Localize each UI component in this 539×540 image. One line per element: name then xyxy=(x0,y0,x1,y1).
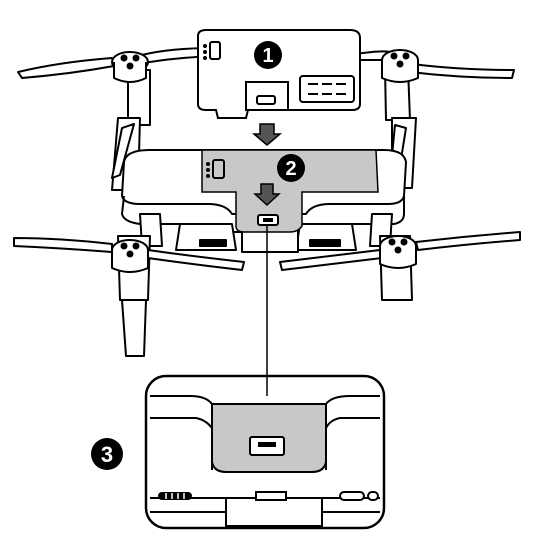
step-badge-1: 1 xyxy=(254,41,282,69)
detail-side-slots xyxy=(339,491,379,501)
underside xyxy=(139,213,393,253)
usb-port-icon xyxy=(249,436,285,456)
detail-view xyxy=(144,374,386,530)
detail-vent xyxy=(158,492,192,500)
usb-port-icon xyxy=(257,214,279,226)
battery-contacts-icon xyxy=(206,159,225,179)
step-number: 2 xyxy=(285,158,296,180)
step-number: 1 xyxy=(262,45,273,67)
step-badge-3: 3 xyxy=(91,438,123,470)
battery-bay-highlight xyxy=(201,149,379,233)
propeller-rear-right xyxy=(355,49,515,83)
propeller-front-left xyxy=(13,237,245,273)
propeller-front-right xyxy=(279,231,521,271)
step-badge-2: 2 xyxy=(277,154,305,182)
down-arrow-icon xyxy=(251,123,283,146)
battery xyxy=(197,29,361,119)
down-arrow-icon xyxy=(253,183,281,207)
detail-latch xyxy=(225,491,323,527)
propeller-rear-left xyxy=(17,47,215,83)
step-number: 3 xyxy=(101,442,113,467)
